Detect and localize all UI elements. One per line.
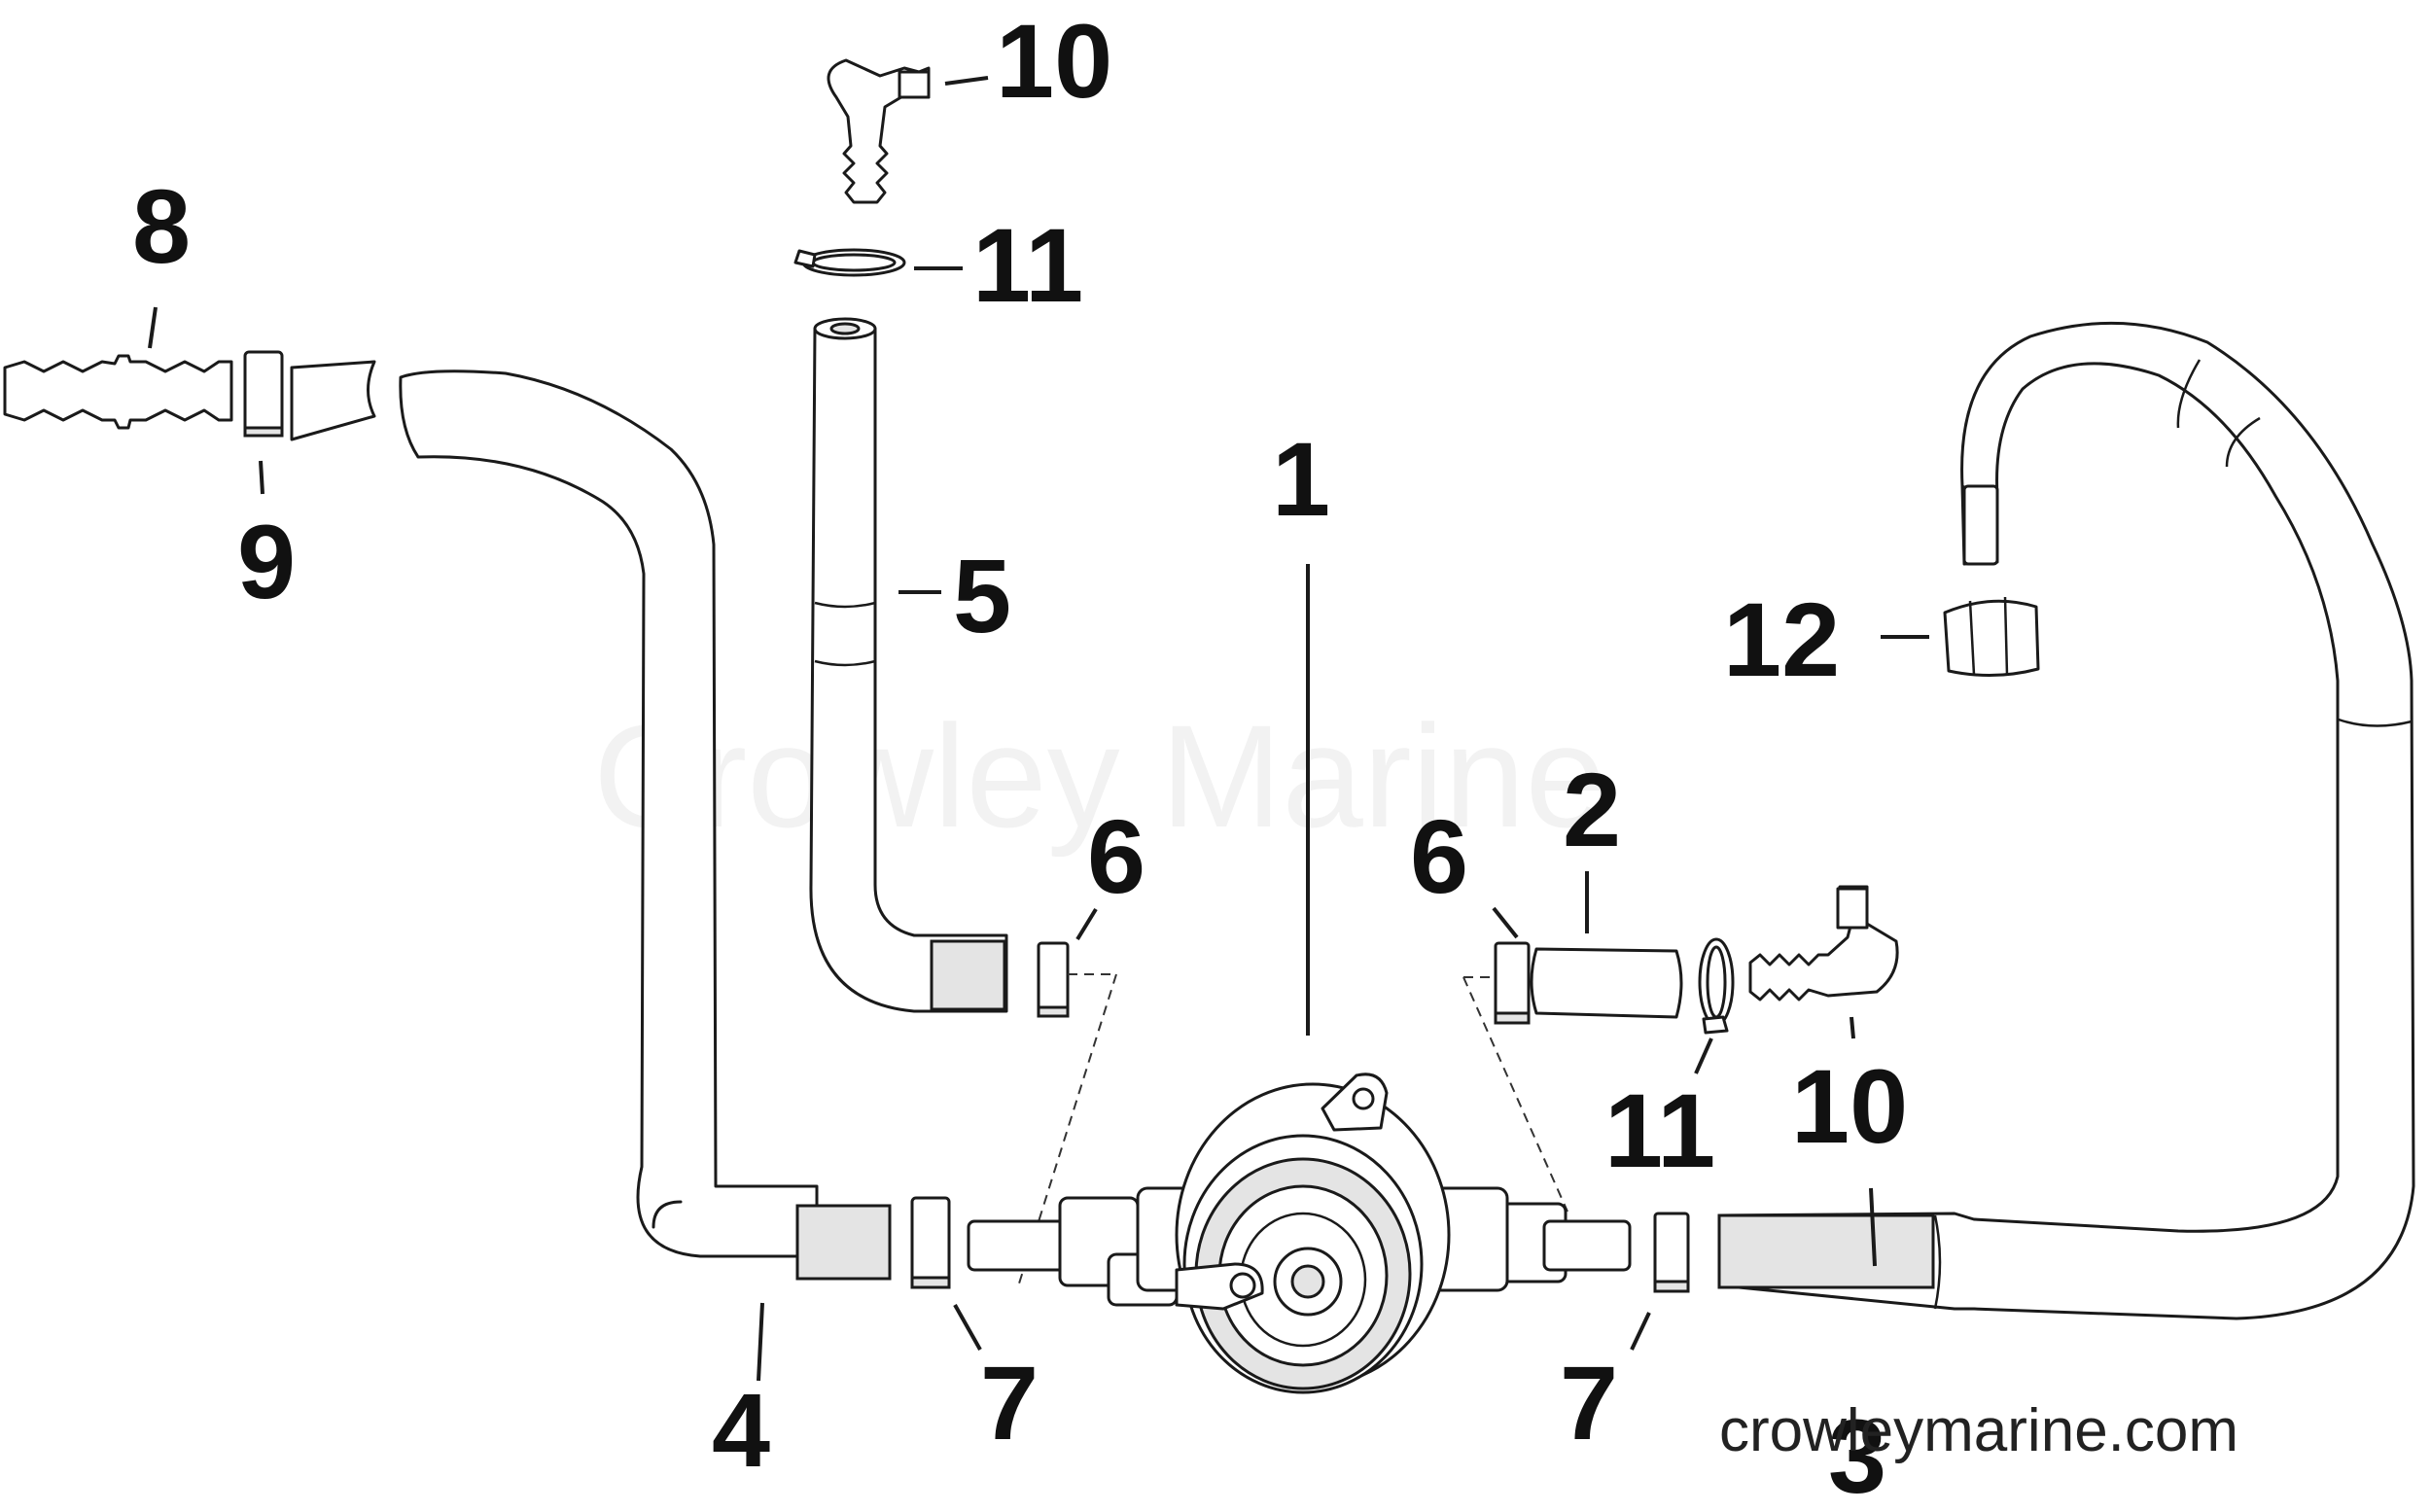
callout-10-right: 10 (1791, 1047, 1908, 1165)
part-2-hose (1530, 947, 1683, 1019)
part-6-sleeve-left (1037, 941, 1070, 1018)
callout-10-top: 10 (996, 2, 1112, 120)
site-url: crowleymarine.com (1719, 1397, 2238, 1464)
part-1-fuel-pump (967, 973, 1632, 1394)
callout-7-left: 7 (980, 1344, 1039, 1461)
callout-7-right: 7 (1560, 1344, 1618, 1461)
callout-9: 9 (237, 503, 296, 620)
part-7-sleeve-right (1653, 1212, 1690, 1293)
callout-8: 8 (132, 167, 191, 285)
callout-11-top: 11 (972, 206, 1083, 324)
watermark: Crowley Marine (593, 694, 1606, 858)
callout-6-right: 6 (1410, 797, 1468, 915)
callout-11-right: 11 (1604, 1072, 1715, 1189)
part-10-elbow-fitting-right (1748, 885, 1899, 1002)
part-11-clamp-top (793, 248, 906, 277)
callout-2: 2 (1563, 751, 1621, 868)
callout-3: 3 (1828, 1397, 1886, 1512)
callout-1: 1 (1272, 420, 1330, 538)
part-3-hose (1717, 321, 2415, 1320)
callouts: 1 2 3 4 5 6 6 7 7 8 9 10 10 11 11 12 (132, 2, 1908, 1512)
callout-6-left: 6 (1087, 797, 1145, 915)
part-12-clip (1943, 596, 2040, 677)
callout-12: 12 (1723, 580, 1840, 698)
leader-lines (148, 76, 1929, 1382)
part-6-sleeve-right (1494, 941, 1531, 1025)
callout-5: 5 (953, 537, 1011, 654)
part-4-hose (290, 360, 892, 1281)
part-11-clamp-right (1698, 937, 1735, 1035)
callout-4: 4 (712, 1371, 770, 1489)
part-5-hose (809, 317, 1008, 1013)
part-9-sleeve (243, 350, 284, 438)
part-7-sleeve-left (910, 1196, 951, 1289)
part-8-barbed-fitting (3, 354, 233, 430)
part-10-elbow-fitting-top (827, 58, 931, 204)
